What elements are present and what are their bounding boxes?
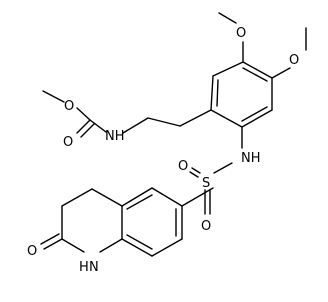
ring1-bond-e-inner	[241, 106, 268, 122]
atom-o-carbonyl: O	[63, 135, 73, 150]
atom-h-lactam: H	[79, 260, 89, 275]
ring1-bond-c	[242, 61, 273, 79]
ring1-bond-f	[210, 109, 243, 128]
bond-ch2-ch2	[147, 117, 181, 127]
bond-s-ring	[181, 187, 214, 207]
ring1-bond-c-inner	[242, 67, 268, 82]
atom-o-lactam: O	[27, 244, 37, 259]
atom-labels: O O NH O O NH S O O O H N	[27, 26, 299, 275]
atom-s-sulfonyl: S	[202, 176, 210, 191]
bond-ccarb-nh	[89, 119, 107, 133]
ring2-bond-e	[121, 187, 153, 207]
bond-ring-omethoxy-right	[271, 67, 291, 79]
ring2-bond-c	[121, 238, 153, 257]
bond-methyl-oester	[42, 90, 65, 103]
ring1-bond-a-inner	[216, 79, 219, 107]
bond-omethoxy-top-methyl	[218, 12, 237, 24]
bond-ccarb-ocarbonyl	[76, 119, 91, 134]
ring2-bond-f	[151, 187, 183, 207]
atom-nh-sulfonamide: NH	[241, 151, 261, 166]
bond-s-oleft	[191, 167, 201, 174]
lactam-bond-n-ring	[99, 238, 123, 253]
atom-o-sulfonyl-left: O	[178, 159, 188, 174]
bond-oester-ccarb	[76, 107, 91, 121]
ring1-bond-e	[241, 109, 273, 128]
bond-ccarb-ocarbonyl-double	[80, 123, 95, 138]
atom-n-lactam: N	[89, 260, 99, 275]
lactam-bond-co-double	[40, 233, 60, 245]
lactam-bond-ch2-ch2b	[61, 188, 93, 207]
atom-o-methoxy-right: O	[289, 53, 299, 68]
bond-nh-s	[213, 162, 233, 174]
atom-o-ester: O	[64, 99, 74, 114]
lactam-bond-ch2-ch2	[91, 188, 123, 207]
bond-nh-ch2	[122, 117, 149, 134]
bond-s-oleft-double	[189, 171, 199, 178]
ring1-bond-a	[210, 75, 214, 111]
ring2-bond-c-inner	[126, 234, 153, 250]
bond-lines	[40, 12, 307, 257]
ring2-bond-b	[151, 238, 183, 257]
atom-o-sulfonyl-bottom: O	[201, 219, 211, 234]
atom-nh-carbamate: NH	[105, 129, 125, 144]
bond-ch2-ring	[179, 109, 212, 127]
ring2-bond-e-inner	[126, 194, 153, 210]
lactam-bond-co	[43, 238, 63, 250]
ring1-bond-b	[212, 61, 244, 77]
atom-o-methoxy-top: O	[236, 26, 246, 41]
lactam-bond-co-n	[61, 238, 85, 253]
